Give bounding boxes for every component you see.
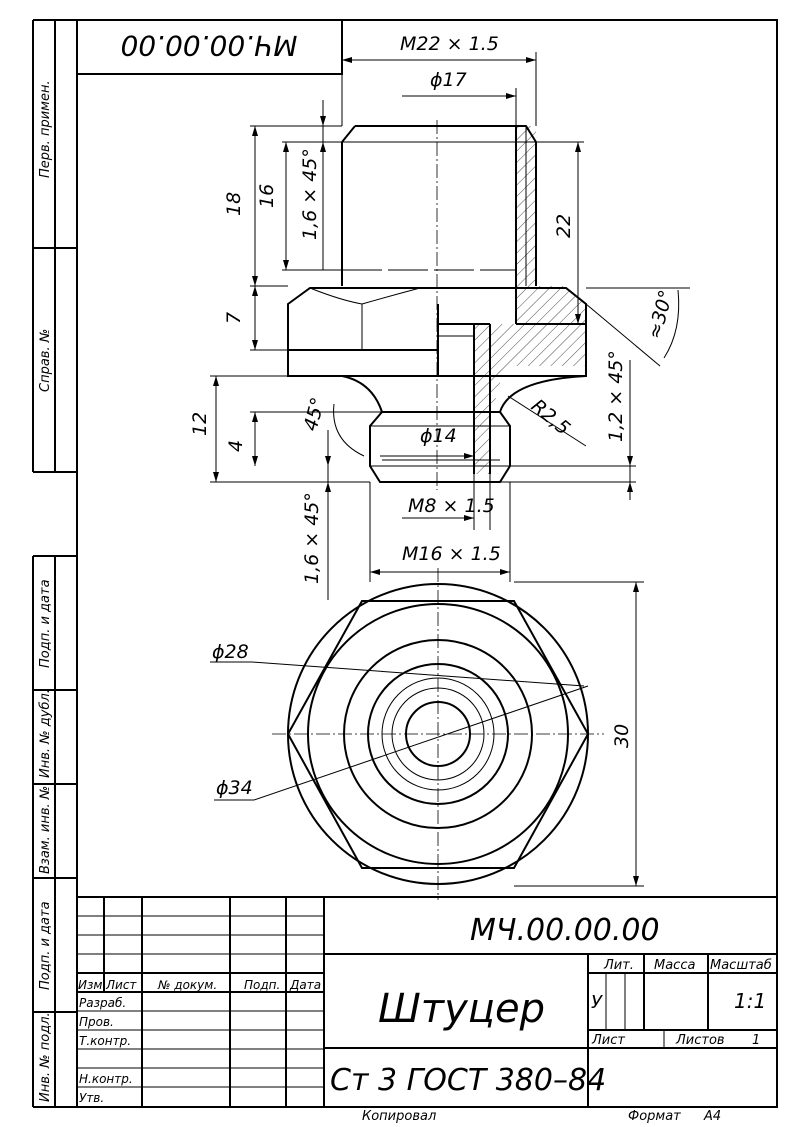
dim-chamfer-bottom: 1,6 × 45°	[301, 492, 323, 584]
header-sheet: Лист	[591, 1033, 625, 1048]
dim-30: 30	[611, 724, 633, 748]
format-value: А4	[703, 1109, 721, 1124]
header-scale: Масштаб	[710, 958, 772, 973]
dim-dia-28: ϕ28	[212, 641, 249, 663]
front-dimensions: М22 × 1.5 ϕ17 18 16 1,6 × 45° 22	[189, 22, 690, 600]
sheet-frame	[32, 19, 778, 1108]
sheets-value: 1	[752, 1033, 760, 1048]
title-block-text: МЧ.00.00.00 Штуцер Ст 3 ГОСТ 380–84 Изм.…	[78, 913, 772, 1124]
role-tkontr: Т.контр.	[79, 1034, 131, 1048]
side-label-podp-1: Подп. и дата	[38, 579, 53, 668]
header-list: Лист	[105, 978, 137, 992]
dim-angle-45: 45°	[300, 395, 330, 433]
dim-18: 18	[223, 192, 245, 216]
top-view-dimensions: ϕ28 ϕ34 30	[210, 581, 644, 887]
dim-4: 4	[225, 440, 247, 452]
dim-chamfer-12: 1,2 × 45°	[605, 350, 627, 442]
header-date: Дата	[289, 978, 321, 992]
header-mass: Масса	[654, 958, 695, 973]
side-label-vzam: Взам. инв. №	[38, 786, 53, 874]
dim-22: 22	[553, 214, 575, 238]
footer-format: Формат	[628, 1109, 681, 1124]
dim-thread-top: М22 × 1.5	[400, 33, 499, 55]
side-label-sprav: Справ. №	[38, 329, 53, 392]
title-block	[77, 896, 777, 1107]
dim-angle-30: ≈30°	[644, 288, 678, 342]
side-label-perv: Перв. примен.	[38, 80, 53, 178]
role-prov: Пров.	[79, 1015, 114, 1029]
header-doc: № докум.	[157, 978, 217, 992]
header-sign: Подп.	[244, 978, 280, 992]
side-strip-labels: Перв. примен. Справ. № Подп. и дата Инв.…	[38, 80, 53, 1102]
dim-thread-m16: М16 × 1.5	[402, 543, 501, 565]
dim-dia-17: ϕ17	[430, 69, 467, 91]
front-view	[287, 120, 587, 490]
drawing-code: МЧ.00.00.00	[470, 913, 660, 948]
dim-7: 7	[223, 312, 245, 324]
stage-letter: У	[591, 992, 603, 1013]
side-label-inv-podl: Инв. № подл.	[38, 1012, 53, 1102]
dim-r25: R2,5	[527, 395, 574, 440]
role-razrab: Разраб.	[79, 996, 126, 1010]
drawing-title: Штуцер	[378, 986, 545, 1032]
top-view	[272, 568, 604, 900]
footer-copied: Копировал	[362, 1109, 436, 1124]
side-label-inv-dubl: Инв. № дубл.	[38, 689, 53, 778]
dim-16: 16	[256, 184, 278, 208]
role-utv: Утв.	[79, 1091, 104, 1105]
side-label-podp-2: Подп. и дата	[38, 901, 53, 990]
drawing-material: Ст 3 ГОСТ 380–84	[330, 1063, 606, 1098]
dim-thread-m8: М8 × 1.5	[408, 495, 495, 517]
dim-chamfer-top: 1,6 × 45°	[299, 148, 321, 240]
dim-dia-14: ϕ14	[420, 425, 457, 447]
header-sheets: Листов	[675, 1033, 725, 1048]
dim-12: 12	[189, 412, 211, 436]
role-nkontr: Н.контр.	[79, 1072, 133, 1086]
header-izm: Изм.	[78, 978, 106, 992]
header-lit: Лит.	[603, 958, 634, 973]
scale-value: 1:1	[734, 989, 766, 1013]
dim-dia-34: ϕ34	[216, 777, 253, 799]
code-rotated: МЧ.00.00.00	[121, 29, 298, 62]
